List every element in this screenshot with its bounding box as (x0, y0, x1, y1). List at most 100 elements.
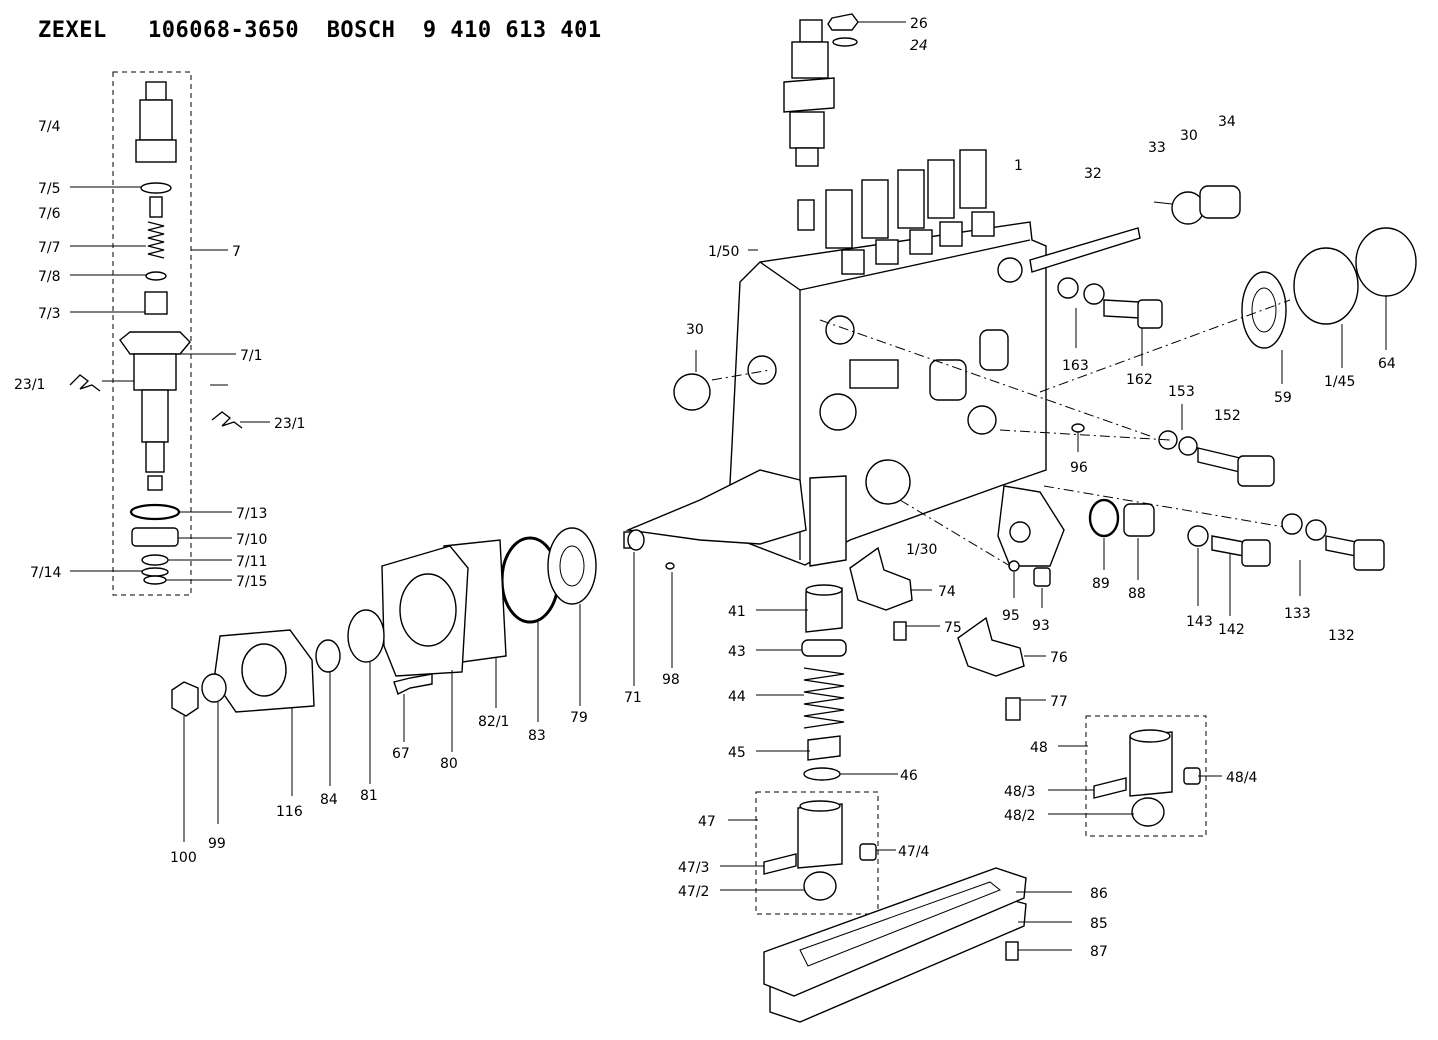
port-a (825, 315, 855, 345)
bosch-part-number: 9 410 613 401 (422, 18, 602, 43)
label-7-11: 7/11 (236, 554, 267, 570)
chain-line-5 (899, 499, 1011, 567)
ring-7-11 (141, 554, 169, 566)
nut-4 (939, 221, 963, 247)
plug-34 (1199, 185, 1241, 219)
bottom-covers (763, 867, 1072, 1023)
washer-24 (832, 37, 858, 47)
delivery-holders (825, 149, 995, 275)
label-1-45: 1/45 (1324, 374, 1355, 390)
nut-5 (971, 211, 995, 237)
cap-33 (1171, 191, 1205, 225)
label-67: 67 (392, 746, 410, 762)
camshaft (625, 469, 807, 545)
label-47-2: 47/2 (678, 884, 709, 900)
roller-tappet-48 (1048, 715, 1222, 837)
washer-133a (1281, 513, 1303, 535)
gasket-1-30 (997, 485, 1065, 567)
top-fitting-group (783, 13, 906, 231)
label-86: 86 (1090, 886, 1108, 902)
nut-2 (875, 239, 899, 265)
label-98: 98 (662, 672, 680, 688)
key-98 (665, 562, 675, 570)
screw-67 (393, 673, 433, 695)
plug-88 (1123, 503, 1155, 537)
pin-47-3 (763, 853, 797, 875)
label-96: 96 (1070, 460, 1088, 476)
label-7-13: 7/13 (236, 506, 267, 522)
chain-line-1 (1039, 299, 1291, 393)
label-23-1-right: 23/1 (274, 416, 305, 432)
chain-line-6 (711, 369, 771, 381)
fitting-stem (795, 147, 819, 167)
drive-end-parts (171, 249, 771, 842)
label-80: 80 (440, 756, 458, 772)
label-7-8: 7/8 (38, 269, 61, 285)
seal-81 (347, 609, 385, 663)
pin-95 (1008, 560, 1020, 572)
chain-line-3 (1043, 485, 1291, 529)
seat-45 (807, 735, 841, 761)
plunger-stem (145, 441, 165, 473)
label-100: 100 (170, 850, 197, 866)
tappet-body-top (799, 800, 841, 812)
bearing-59-inner (1251, 287, 1277, 333)
bearing-79-inner (559, 545, 585, 587)
control-rack (1029, 227, 1141, 273)
label-47-4: 47/4 (898, 844, 930, 860)
label-44: 44 (728, 689, 746, 705)
label-48-3: 48/3 (1004, 784, 1035, 800)
ring-7-15 (143, 575, 167, 585)
spring-7-7 (147, 221, 165, 259)
screw-96 (1071, 423, 1085, 433)
pin-48-4 (1183, 767, 1201, 785)
label-7-3: 7/3 (38, 306, 61, 322)
spring-44 (803, 667, 845, 729)
label-41: 41 (728, 604, 746, 620)
bolt-162-head (1137, 299, 1163, 329)
label-116: 116 (276, 804, 303, 820)
roller-tappet-47 (720, 791, 896, 915)
holder-1 (825, 189, 853, 249)
holder-3 (897, 169, 925, 229)
washer-153b (1178, 436, 1198, 456)
label-89: 89 (1092, 576, 1110, 592)
port-d (997, 257, 1023, 283)
label-48-2: 48/2 (1004, 808, 1035, 824)
pump-housing-1 (623, 149, 1141, 567)
label-7-4: 7/4 (38, 119, 61, 135)
label-79: 79 (570, 710, 588, 726)
label-7-5: 7/5 (38, 181, 61, 197)
label-77: 77 (1050, 694, 1068, 710)
tappet-41-top (805, 584, 843, 596)
brand-zexel: ZEXEL (38, 18, 107, 43)
tappet-guide (809, 475, 847, 567)
plunger-foot (147, 475, 163, 491)
fitting-top (799, 19, 823, 43)
bolt-152-shank (1197, 447, 1241, 473)
pocket-1 (929, 359, 967, 401)
bolt-162-shank (1103, 299, 1141, 319)
sleeve-7-10 (131, 527, 179, 547)
shim-76 (957, 616, 1025, 677)
seal-64 (1355, 227, 1417, 297)
window (849, 359, 899, 389)
flange-80-bore (399, 573, 457, 647)
label-162: 162 (1126, 372, 1153, 388)
washer-7-8 (145, 271, 167, 281)
label-74: 74 (938, 584, 956, 600)
port-e (967, 405, 997, 435)
gasket-1-30-hole (1009, 521, 1031, 543)
label-84: 84 (320, 792, 338, 808)
stud (797, 199, 815, 231)
washer-133b (1305, 519, 1327, 541)
label-7-7: 7/7 (38, 240, 61, 256)
port-f (747, 355, 777, 385)
label-26: 26 (910, 16, 928, 32)
nut-100 (171, 681, 199, 717)
ring-7-14 (141, 567, 169, 577)
label-1-50: 1/50 (708, 244, 739, 260)
label-47-3: 47/3 (678, 860, 709, 876)
